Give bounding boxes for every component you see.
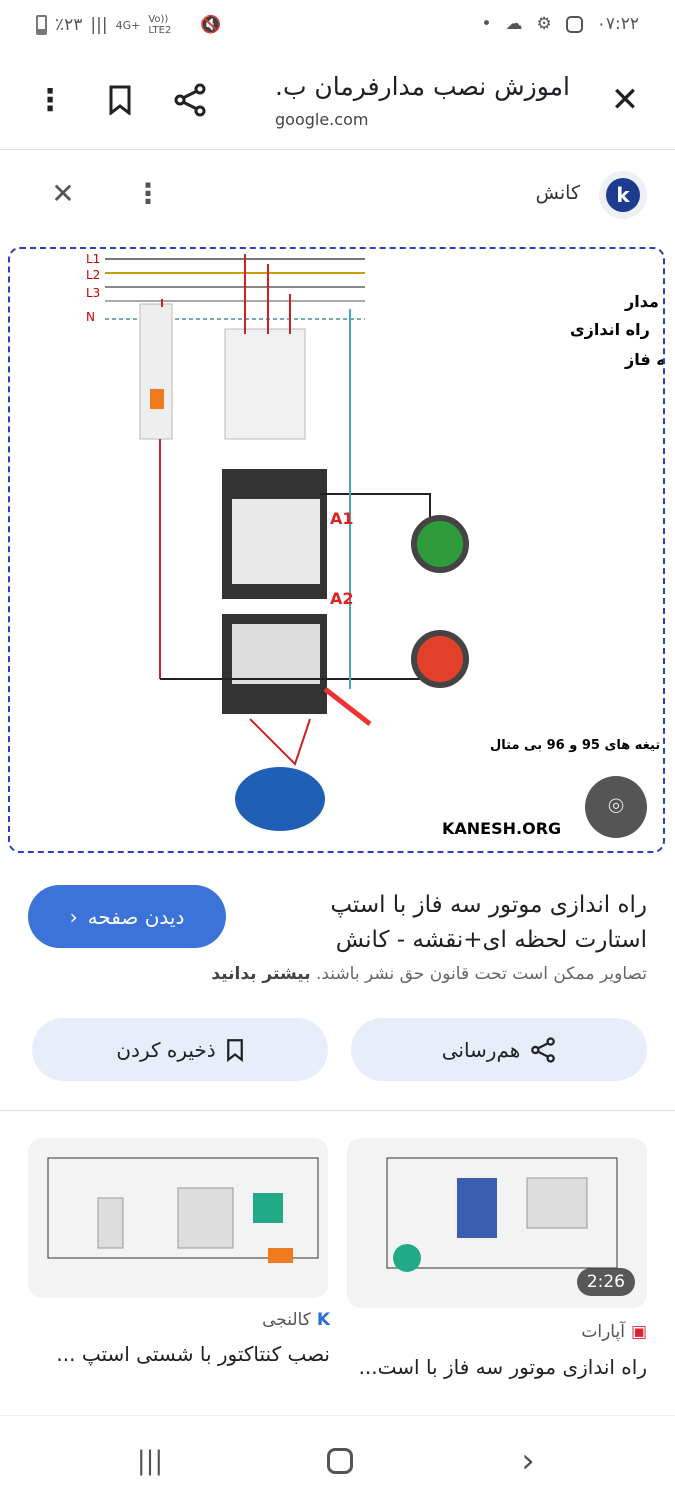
- lens-search-icon[interactable]: ⌾: [585, 776, 647, 838]
- related-thumbnail[interactable]: 2:26: [347, 1138, 647, 1308]
- video-duration: 2:26: [576, 1268, 635, 1296]
- chevron-left-icon: ‹: [69, 904, 78, 929]
- mute-icon: 🔇: [200, 15, 222, 35]
- image-source-bar: ✕ ⋮ کانش k: [0, 165, 675, 225]
- related-thumbnail[interactable]: [28, 1138, 328, 1298]
- source-more-icon[interactable]: ⋮: [134, 176, 162, 210]
- share-icon[interactable]: [170, 80, 210, 120]
- back-icon[interactable]: ›: [521, 1441, 535, 1481]
- result-title[interactable]: راه اندازی موتور سه فاز با استپ استارت ل…: [330, 892, 647, 953]
- bookmark-icon[interactable]: [100, 80, 140, 120]
- share-button[interactable]: هم‌رسانی: [351, 1018, 647, 1081]
- home-icon[interactable]: [320, 1441, 360, 1481]
- aparat-logo-icon: ▣: [630, 1322, 647, 1342]
- page-title: اموزش نصب مدارفرمان ب.: [275, 72, 570, 101]
- instagram-icon: [565, 15, 583, 33]
- settings-icon: ⚙: [536, 14, 552, 34]
- phase-label: L1: [86, 252, 100, 266]
- phase-label: L2: [86, 268, 100, 282]
- related-image: [47, 1157, 319, 1263]
- signal-icon: |||: [90, 15, 108, 35]
- bimetal-note: تیغه های 95 و 96 بی متال: [490, 738, 660, 753]
- a1-label: A1: [330, 509, 354, 528]
- status-bar: ٪۲۳ ||| 4G+ Vo)) LTE2 🔇 • ☁ ⚙ ۰۷:۲۲: [0, 0, 675, 52]
- save-button[interactable]: ذخیره کردن: [32, 1018, 328, 1081]
- copyright-text: تصاویر ممکن است تحت قانون حق نشر باشند.: [315, 964, 647, 984]
- visit-label: دیدن صفحه: [87, 904, 185, 929]
- share-label: هم‌رسانی: [441, 1037, 521, 1062]
- phase-label: L3: [86, 286, 100, 300]
- share-icon: [531, 1036, 556, 1063]
- learn-more-link[interactable]: بیشتر بدانید: [211, 964, 311, 984]
- related-title[interactable]: راه اندازی موتور سه فاز با است...: [358, 1355, 647, 1379]
- source-label: آپارات: [581, 1322, 625, 1342]
- more-options-icon[interactable]: ⋮: [35, 82, 65, 118]
- copyright-notice: تصاویر ممکن است تحت قانون حق نشر باشند. …: [211, 964, 647, 984]
- source-logo: k: [599, 171, 647, 219]
- page-url: google.com: [275, 110, 369, 129]
- network-type: 4G+: [115, 18, 141, 32]
- save-label: ذخیره کردن: [116, 1037, 216, 1062]
- close-icon[interactable]: ✕: [610, 80, 640, 120]
- phase-label: N: [86, 310, 95, 324]
- dot-icon: •: [481, 14, 492, 34]
- a2-label: A2: [330, 589, 354, 608]
- related-image: [386, 1157, 618, 1272]
- cloud-icon: ☁: [505, 14, 523, 34]
- navigation-bar: ||| ›: [0, 1415, 675, 1500]
- recent-apps-icon[interactable]: |||: [136, 1446, 164, 1476]
- visit-page-button[interactable]: دیدن صفحه ‹: [28, 885, 226, 948]
- battery-icon: [36, 15, 47, 35]
- source-label: کالنجی: [262, 1310, 311, 1330]
- related-source: ▣آپارات: [581, 1322, 647, 1342]
- clock: ۰۷:۲۲: [596, 14, 639, 34]
- image-heading-3: لحظه ای الکتروموتور سه فاز: [624, 350, 665, 369]
- volte-label: Vo)) LTE2: [148, 14, 172, 36]
- image-heading-2: راه اندازی: [570, 320, 650, 339]
- dismiss-icon[interactable]: ✕: [51, 176, 75, 210]
- kalangi-logo-icon: K: [316, 1310, 330, 1330]
- divider: [0, 1110, 675, 1111]
- related-title[interactable]: نصب کنتاکتور با شستی استپ ...: [56, 1342, 330, 1366]
- battery-level: ٪۲۳: [55, 15, 83, 35]
- bookmark-icon: [226, 1038, 243, 1062]
- preview-image[interactable]: L1 L2 L3 N A1 A2 آموزش سیم کشی و عملکرد …: [8, 247, 665, 853]
- image-heading-1: آموزش سیم کشی و عملکرد مدار: [624, 291, 665, 311]
- source-name[interactable]: کانش: [535, 182, 580, 204]
- custom-tab-header: ⋮ اموزش نصب مدارفرمان ب. google.com ✕: [0, 60, 675, 150]
- wiring-diagram: L1 L2 L3 N A1 A2 آموزش سیم کشی و عملکرد …: [55, 249, 665, 851]
- watermark: KANESH.ORG: [442, 819, 561, 838]
